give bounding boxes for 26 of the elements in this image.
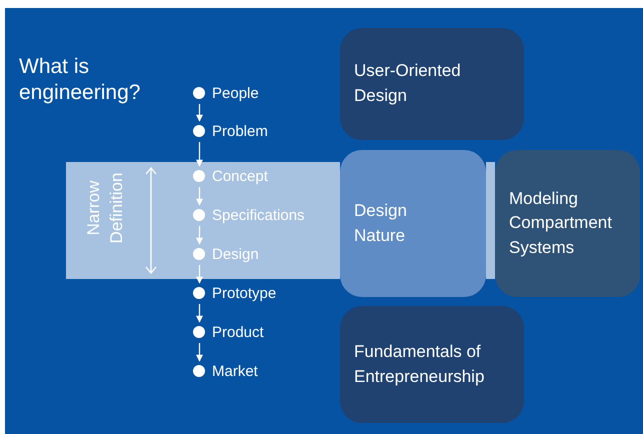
step-label: Market: [212, 362, 258, 380]
card-label: User-Oriented Design: [354, 60, 462, 107]
step-label: Prototype: [212, 284, 276, 302]
title: What is engineering?: [19, 54, 142, 106]
step-label: People: [212, 84, 259, 102]
topic-card: [340, 150, 486, 297]
card-label: Modeling Compartment Systems: [509, 188, 613, 259]
step-label: Design: [212, 246, 259, 262]
topic-card: [340, 306, 524, 423]
card-label: Design Nature: [354, 200, 408, 246]
arrow: [196, 142, 203, 167]
arrow: [196, 187, 203, 206]
step-label: Product: [212, 324, 264, 340]
arrow: [196, 304, 203, 323]
arrow: [196, 226, 203, 245]
topic-card: [340, 28, 524, 140]
step-label: Specifications: [212, 206, 305, 224]
definition-band: [66, 162, 340, 279]
arrow: [196, 104, 203, 122]
topic-card: [495, 150, 640, 297]
arrow: [196, 265, 203, 284]
arrow: [196, 343, 203, 362]
band-label: Narrow Definition: [83, 172, 127, 246]
card-label: Fundamentals of Entrepreneurship: [354, 340, 486, 388]
step-label: Problem: [212, 122, 268, 140]
step-label: Concept: [212, 168, 268, 184]
